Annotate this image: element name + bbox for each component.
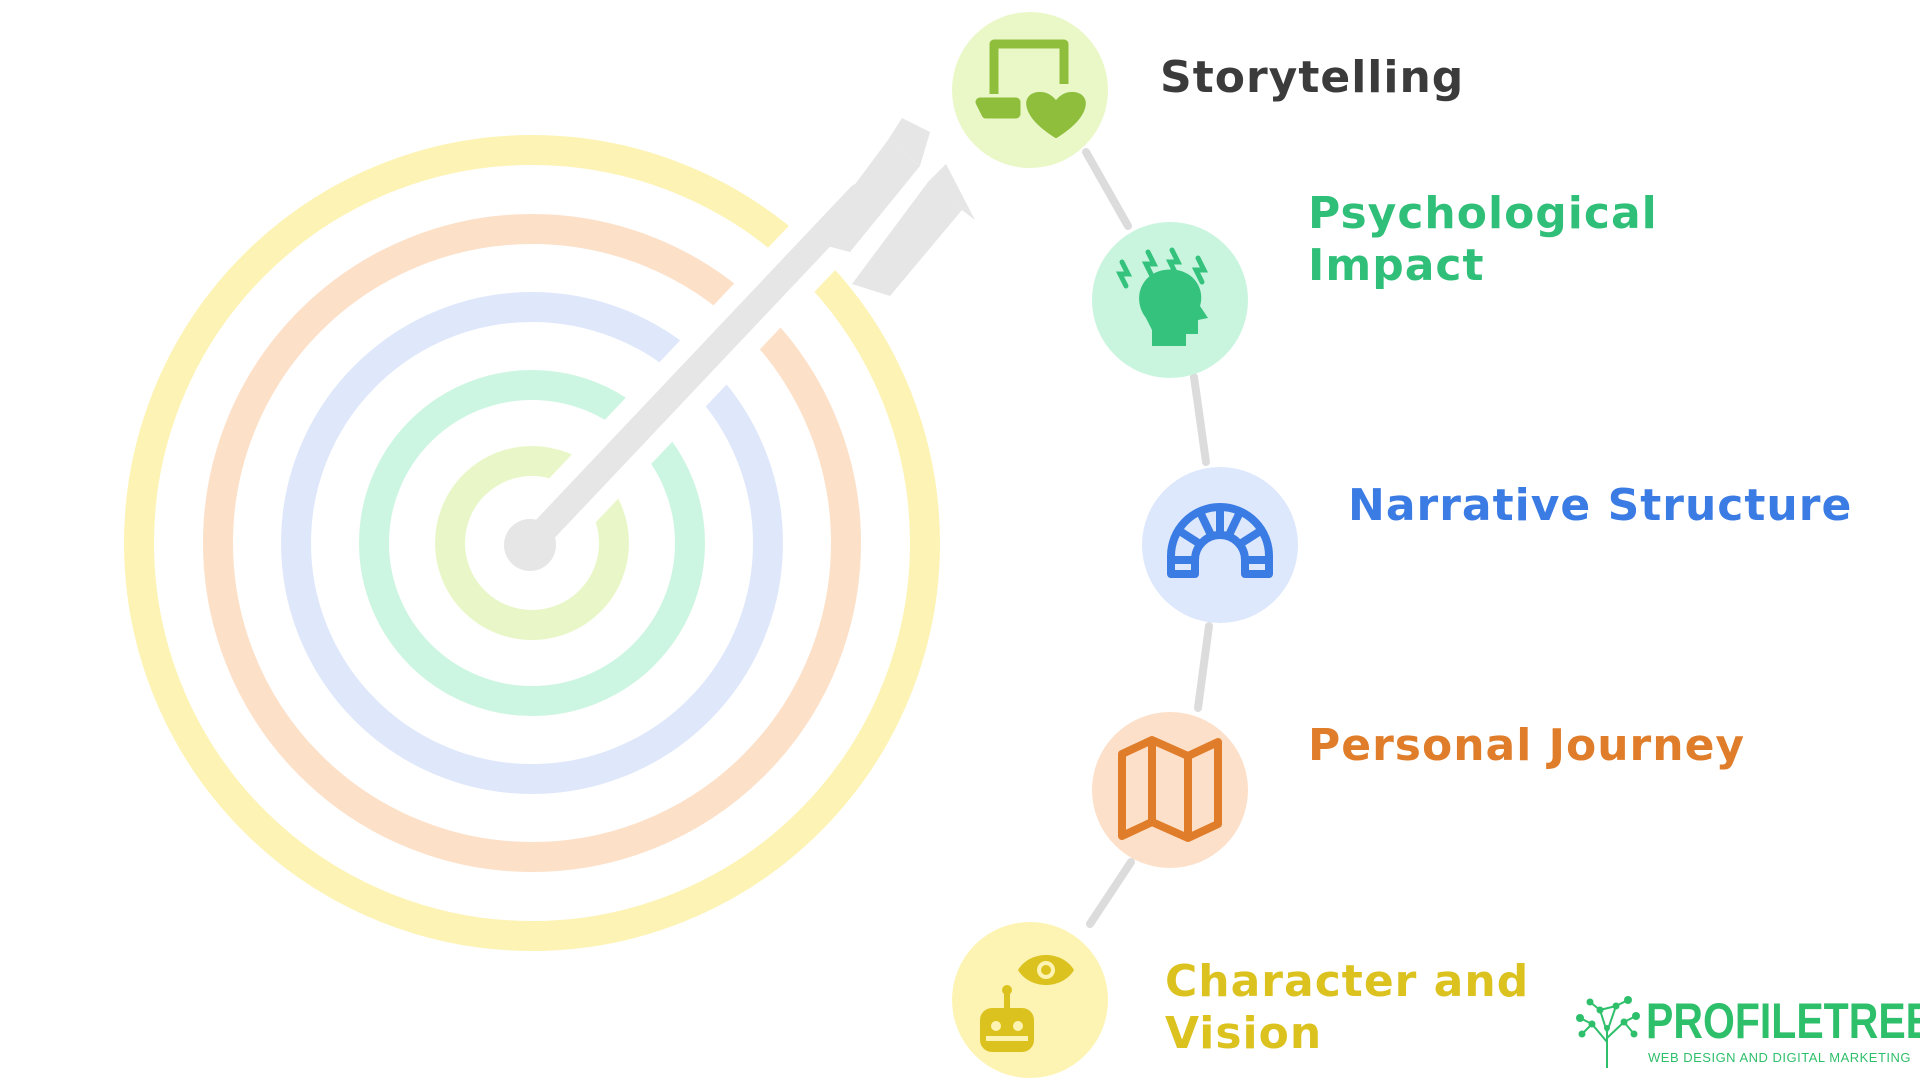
ring-blue [281, 292, 783, 794]
ring-peach [203, 214, 861, 872]
label-personal-journey: Personal Journey [1308, 720, 1746, 771]
ring-outer-yellow [124, 135, 940, 951]
label-line: Vision [1165, 1008, 1323, 1059]
laptop-heart-icon [975, 39, 1086, 138]
robot-eye-icon [980, 955, 1074, 1052]
step-circle [952, 12, 1108, 168]
step-personal-journey [1092, 712, 1248, 868]
step-psychological-impact [1092, 222, 1248, 378]
arch-icon [1167, 503, 1273, 578]
map-icon [1118, 736, 1222, 842]
profiletree-logo: PROFILETREE WEB DESIGN AND DIGITAL MARKE… [1572, 992, 1920, 1072]
arrow-icon [504, 118, 975, 571]
step-circle [1092, 712, 1248, 868]
step-narrative-structure [1142, 467, 1298, 623]
label-character-and-vision: Character and Vision [1165, 956, 1529, 1060]
step-character-and-vision [952, 922, 1108, 1078]
label-line: Character and [1165, 956, 1530, 1007]
step-circle [1142, 467, 1298, 623]
step-storytelling [952, 12, 1108, 168]
logo-wordmark: PROFILETREE [1646, 993, 1920, 1049]
label-narrative-structure: Narrative Structure [1348, 480, 1853, 531]
head-thinking-icon [1115, 247, 1209, 346]
connector-lines [1082, 148, 1213, 928]
logo-tagline: WEB DESIGN AND DIGITAL MARKETING [1648, 1050, 1912, 1065]
ring-inner-lime [435, 446, 629, 640]
step-circle [952, 922, 1108, 1078]
label-storytelling: Storytelling [1160, 52, 1465, 103]
label-line: Impact [1308, 240, 1485, 291]
label-psychological-impact: Psychological Impact [1308, 188, 1658, 292]
target-rings [124, 135, 940, 951]
tree-network-icon [1576, 996, 1640, 1068]
ring-green [359, 370, 705, 716]
label-line: Psychological [1308, 188, 1658, 239]
